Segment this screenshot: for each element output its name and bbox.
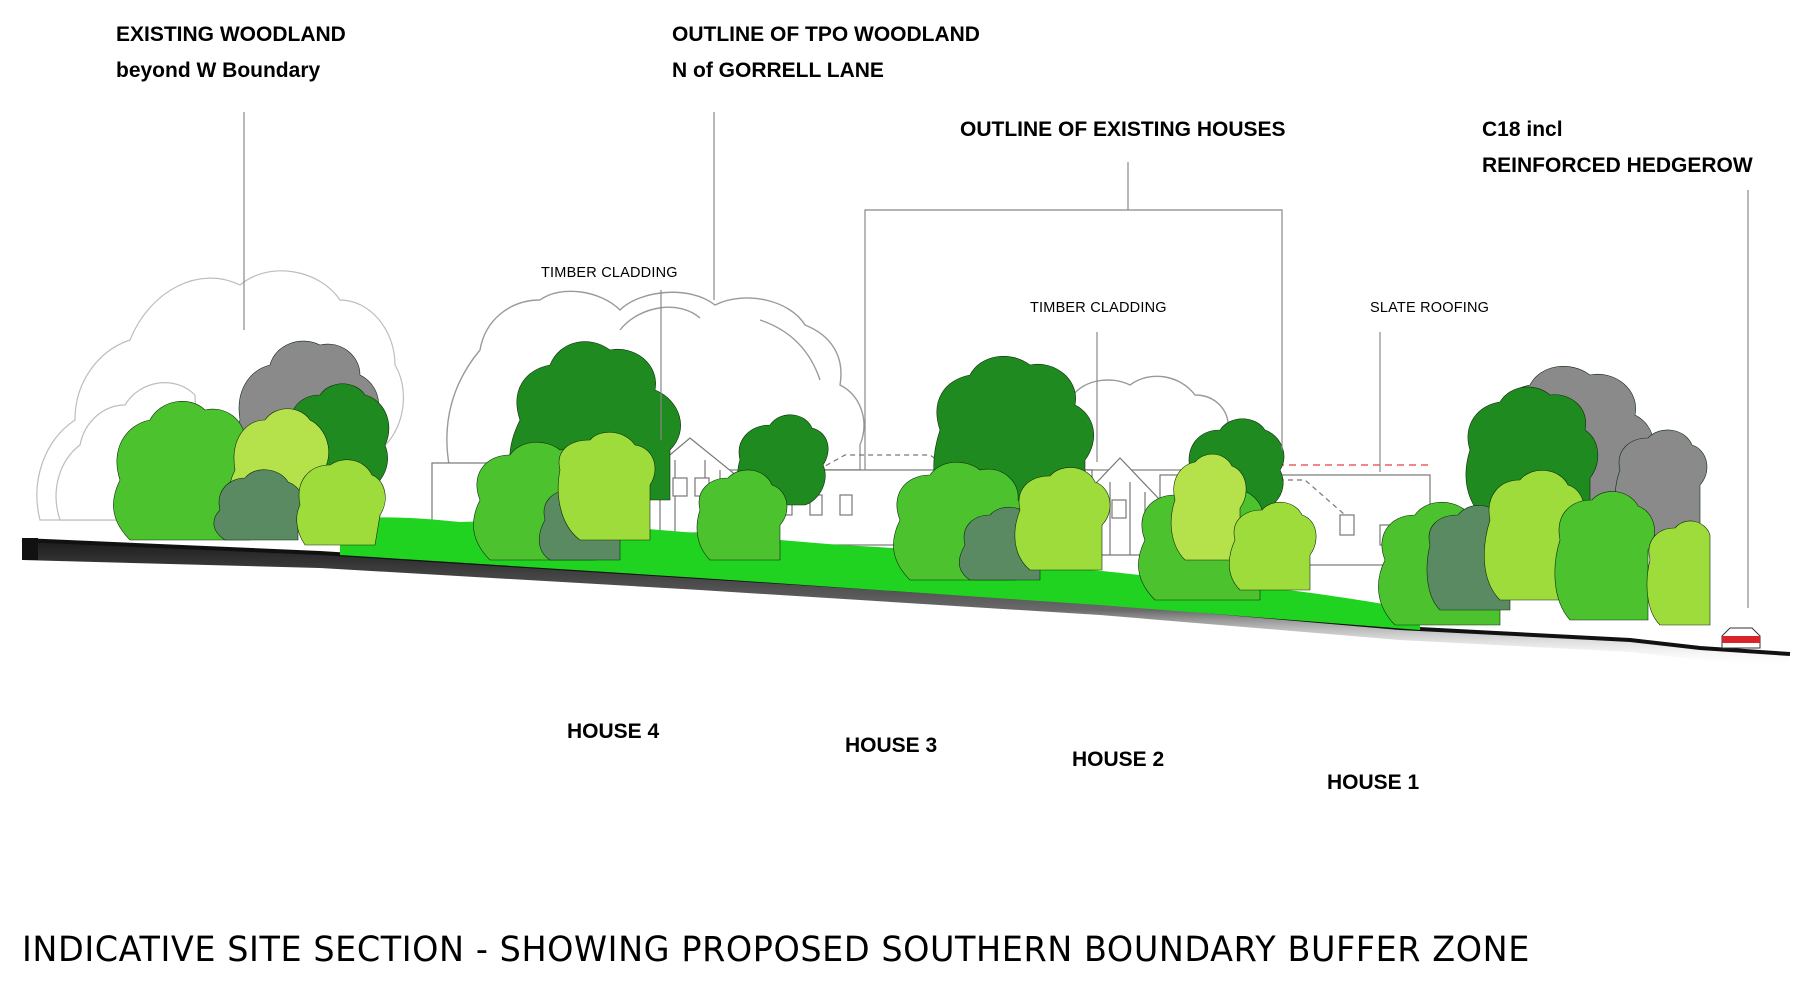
annotation-line: REINFORCED HEDGEROW [1482,154,1753,177]
label-slate-roofing: SLATE ROOFING [1370,300,1490,316]
label-timber-cladding-right: TIMBER CLADDING [1030,300,1167,316]
trees-west [113,340,390,546]
ground-edge [22,538,38,560]
label-house-4: HOUSE 4 [567,720,660,743]
trees-house4 [473,341,829,561]
car-icon [1721,627,1761,649]
drawing-caption: INDICATIVE SITE SECTION - SHOWING PROPOS… [22,930,1530,970]
label-timber-cladding-left: TIMBER CLADDING [541,265,678,281]
annotation-tpo-woodland: OUTLINE OF TPO WOODLAND N of GORRELL LAN… [672,17,980,89]
annotation-hedgerow: C18 incl REINFORCED HEDGEROW [1482,112,1753,184]
trees-house3 [893,356,1111,581]
annotation-line: EXISTING WOODLAND [116,23,346,46]
annotation-line: C18 incl [1482,118,1563,141]
annotation-line: OUTLINE OF TPO WOODLAND [672,23,980,46]
label-house-2: HOUSE 2 [1072,748,1165,771]
label-house-1: HOUSE 1 [1327,771,1420,794]
annotation-leaders [243,112,1749,608]
annotation-line: beyond W Boundary [116,59,321,82]
trees-house2 [1138,418,1317,601]
annotation-line: N of GORRELL LANE [672,59,884,82]
ground-section [22,540,1790,668]
label-house-3: HOUSE 3 [845,734,938,757]
annotation-existing-woodland: EXISTING WOODLAND beyond W Boundary [116,17,346,89]
trees-east-hedgerow [1378,366,1711,626]
annotation-existing-houses: OUTLINE OF EXISTING HOUSES [960,118,1286,141]
